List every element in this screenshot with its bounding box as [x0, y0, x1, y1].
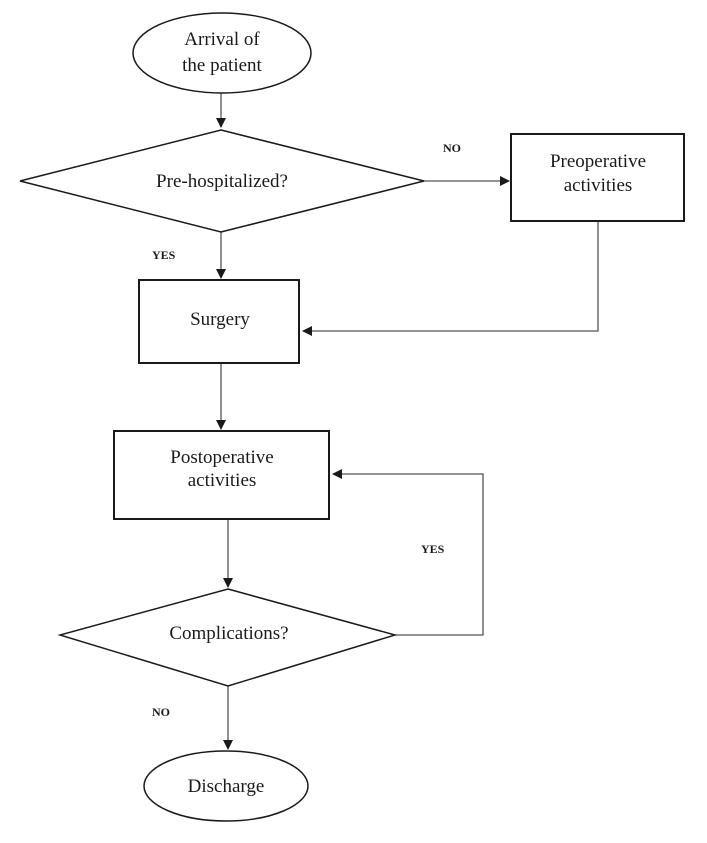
connector-complications-yes-loop [332, 469, 484, 636]
connector-preoperative-to-surgery [302, 221, 599, 336]
complications-label: Complications? [169, 623, 288, 644]
surgery-label: Surgery [190, 309, 250, 330]
prehospitalized-label: Pre-hospitalized? [156, 171, 288, 192]
edge-label-prehospitalized-no: NO [443, 141, 461, 155]
surgery-process: Surgery [138, 279, 300, 364]
preoperative-label-line2: activities [564, 175, 633, 196]
edge-label-complications-yes: YES [421, 542, 445, 556]
prehospitalized-decision: Pre-hospitalized? [19, 129, 425, 233]
discharge-terminal: Discharge [143, 750, 309, 822]
edge-label-complications-no: NO [152, 705, 170, 719]
discharge-label: Discharge [188, 776, 265, 797]
arrival-label-line1: Arrival of [184, 29, 260, 50]
complications-decision: Complications? [57, 588, 398, 687]
preoperative-label-line1: Preoperative [550, 151, 646, 172]
postoperative-process: Postoperative activities [113, 430, 330, 520]
edge-label-prehospitalized-yes: YES [152, 248, 176, 262]
arrival-terminal: Arrival of the patient [132, 12, 312, 94]
arrival-label-line2: the patient [182, 55, 262, 76]
postoperative-label-line2: activities [188, 470, 257, 491]
preoperative-process: Preoperative activities [510, 133, 685, 222]
postoperative-label-line1: Postoperative [170, 447, 273, 468]
